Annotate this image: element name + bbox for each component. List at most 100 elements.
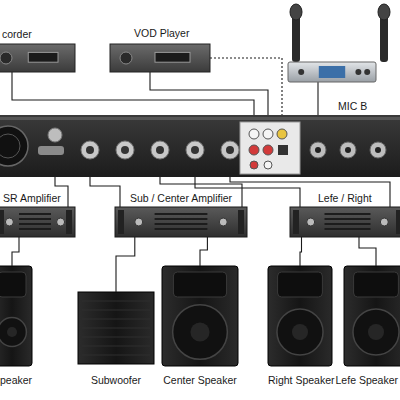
rca-jack	[263, 129, 273, 139]
speaker-cable	[359, 237, 376, 266]
amplifier-vent	[155, 213, 208, 215]
amplifier-vent	[325, 223, 371, 225]
device-label: Sub / Center Amplifier	[115, 192, 247, 204]
amplifier-handle	[238, 210, 244, 234]
xlr-port	[186, 141, 204, 159]
amplifier-vent	[19, 213, 51, 215]
speaker-woofer	[353, 309, 399, 355]
fan-grille	[0, 126, 28, 166]
device-label: peaker	[0, 374, 32, 386]
xlr-port	[48, 128, 62, 142]
speaker-cable	[300, 237, 302, 266]
speaker-device: peaker	[0, 266, 32, 366]
device-label: Center Speaker	[162, 374, 238, 386]
receiver-knob	[355, 69, 361, 75]
speaker-cable	[200, 237, 207, 266]
optical-port	[278, 145, 288, 155]
device-graphic	[0, 207, 75, 237]
device-label: Lefe Speaker	[336, 374, 398, 386]
rca-jack	[249, 145, 259, 155]
amplifier-body	[290, 207, 400, 237]
rca-jack	[263, 145, 273, 155]
xlr-port	[191, 146, 199, 154]
device-body	[110, 44, 210, 72]
subwoofer-grille	[82, 337, 150, 338]
receiver-body	[288, 62, 376, 82]
rca-jack	[277, 129, 287, 139]
fan-grille	[0, 134, 20, 158]
amplifier-handle	[66, 210, 72, 234]
speaker-cone	[368, 324, 384, 340]
xlr-port	[226, 146, 234, 154]
device-graphic	[110, 44, 210, 72]
amplifier-vent	[155, 218, 208, 220]
box-device: corder	[0, 44, 75, 72]
amplifier-body	[115, 207, 247, 237]
processor-rack	[0, 115, 400, 177]
speaker-woofer	[173, 305, 228, 360]
device-label: SR Amplifier	[3, 192, 61, 204]
speaker-cabinet	[0, 266, 32, 366]
receiver-display	[319, 66, 345, 78]
amplifier-knob	[380, 218, 388, 226]
device-graphic	[268, 266, 332, 366]
speaker-woofer	[277, 309, 323, 355]
amplifier-vent	[155, 228, 208, 230]
rack-edge	[0, 117, 400, 120]
speaker-device: Center Speaker	[162, 266, 238, 366]
speaker-horn	[354, 272, 399, 297]
amp-device: Lefe / Right	[290, 207, 400, 237]
speaker-device: Right Speaker	[268, 266, 332, 366]
microphone	[292, 14, 300, 62]
amplifier-handle	[118, 210, 124, 234]
speaker-woofer	[0, 318, 26, 347]
rca-panel	[240, 122, 300, 174]
device-graphic	[0, 44, 75, 72]
device-graphic	[78, 292, 154, 364]
amplifier-knob	[135, 218, 143, 226]
device-body	[0, 44, 75, 72]
subwoofer-grille	[82, 310, 150, 311]
amplifier-vent	[325, 218, 371, 220]
amplifier-vent	[325, 213, 371, 215]
speaker-horn	[278, 272, 323, 297]
receiver-knob	[298, 69, 304, 75]
microphone	[290, 4, 302, 20]
device-display	[28, 52, 58, 62]
mic-jack	[340, 142, 356, 158]
mic-jack	[310, 142, 326, 158]
subwoofer-grille	[82, 319, 150, 320]
device-knob	[0, 52, 12, 64]
xlr-port	[86, 146, 94, 154]
device-label: Right Speaker	[268, 374, 332, 386]
db9-port	[38, 146, 64, 155]
subwoofer-cabinet	[78, 292, 154, 364]
microphone	[380, 14, 388, 62]
microphone	[378, 4, 390, 20]
device-label: Subwoofer	[78, 374, 154, 386]
receiver-device: MIC B	[288, 62, 376, 82]
sub-device: Subwoofer	[78, 292, 154, 364]
amp-device: SR Amplifier	[0, 207, 75, 237]
xlr-port	[116, 141, 134, 159]
speaker-cable	[116, 237, 135, 292]
amplifier-knob	[57, 218, 65, 226]
amplifier-knob	[219, 218, 227, 226]
speaker-cabinet	[162, 266, 238, 366]
device-display	[155, 52, 190, 62]
box-device: VOD Player	[110, 44, 210, 72]
subwoofer-grille	[82, 346, 150, 347]
speaker-device: Lefe Speaker	[344, 266, 400, 366]
device-graphic	[290, 207, 400, 237]
speaker-cone	[190, 322, 209, 341]
speaker-cone	[292, 324, 308, 340]
device-knob	[120, 52, 132, 64]
device-graphic	[344, 266, 400, 366]
amplifier-handle	[293, 210, 299, 234]
device-label: Lefe / Right	[318, 192, 372, 204]
amplifier-vent	[19, 223, 51, 225]
mic-jack	[375, 147, 381, 153]
device-graphic	[288, 62, 376, 82]
